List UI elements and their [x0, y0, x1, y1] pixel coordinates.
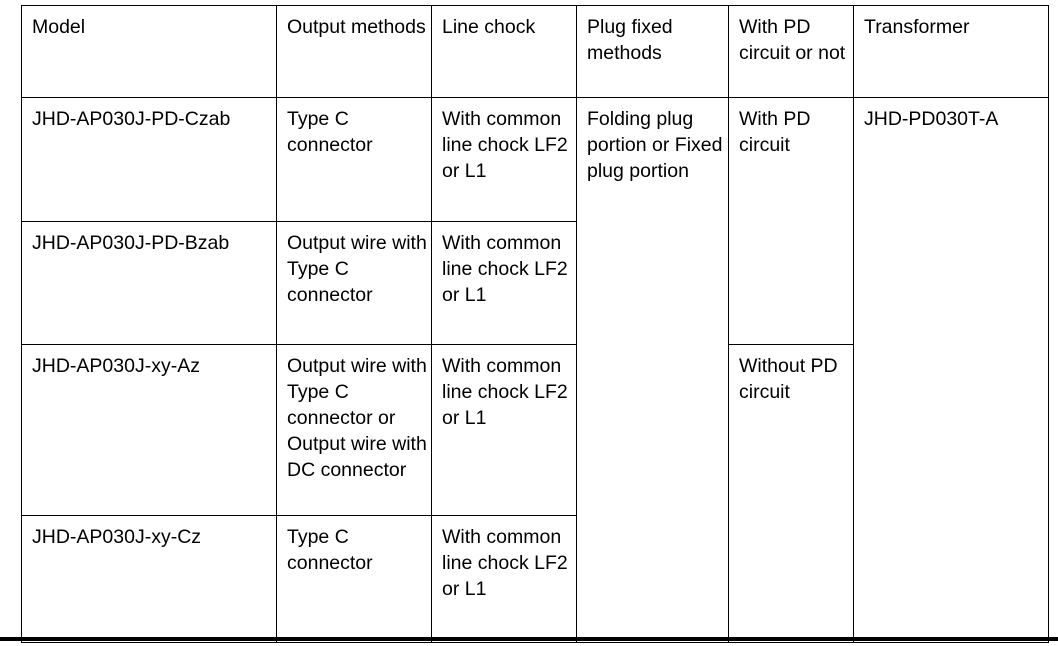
column-header-line-chock: Line chock — [431, 5, 577, 98]
table-row: JHD-AP030J-xy-Cz Type C connector With c… — [21, 515, 1049, 643]
column-header-output-methods: Output methods — [276, 5, 432, 98]
cell-output-methods: Output wire with Type C connector — [276, 221, 432, 345]
table-row: JHD-AP030J-xy-Az Output wire with Type C… — [21, 344, 1049, 643]
cell-line-chock: With common line chock LF2 or L1 — [431, 344, 577, 516]
cell-output-methods: Type C connector — [276, 97, 432, 222]
cell-output-methods: Output wire with Type C connector or Out… — [276, 344, 432, 516]
table-row: JHD-AP030J-PD-Czab Type C connector With… — [21, 97, 1049, 643]
page-bottom-rule — [0, 637, 1058, 641]
table-row: JHD-AP030J-PD-Bzab Output wire with Type… — [21, 221, 1049, 345]
column-header-plug-fixed-methods: Plug fixed methods — [576, 5, 729, 98]
column-header-model: Model — [21, 5, 277, 98]
cell-model: JHD-AP030J-PD-Czab — [21, 97, 277, 222]
cell-line-chock: With common line chock LF2 or L1 — [431, 221, 577, 345]
cell-pd-circuit: Without PD circuit — [728, 344, 854, 643]
cell-model: JHD-AP030J-PD-Bzab — [21, 221, 277, 345]
specification-table: Model Output methods Line chock Plug fix… — [21, 5, 1049, 643]
column-header-transformer: Transformer — [853, 5, 1049, 98]
cell-model: JHD-AP030J-xy-Az — [21, 344, 277, 516]
cell-line-chock: With common line chock LF2 or L1 — [431, 97, 577, 222]
column-header-pd-circuit: With PD circuit or not — [728, 5, 854, 98]
cell-plug-fixed-methods: Folding plug portion or Fixed plug porti… — [576, 97, 729, 643]
cell-transformer: JHD-PD030T-A — [853, 97, 1049, 643]
table-header-row: Model Output methods Line chock Plug fix… — [21, 5, 1049, 98]
cell-model: JHD-AP030J-xy-Cz — [21, 515, 277, 643]
cell-output-methods: Type C connector — [276, 515, 432, 643]
cell-pd-circuit: With PD circuit — [728, 97, 854, 345]
cell-line-chock: With common line chock LF2 or L1 — [431, 515, 577, 643]
